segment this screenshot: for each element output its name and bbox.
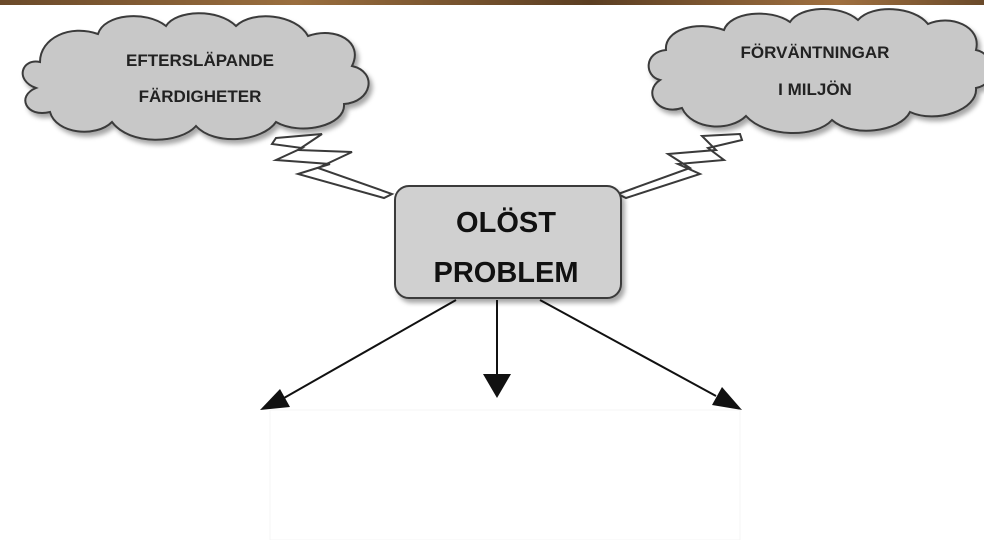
cloud-right-shape (647, 8, 984, 135)
lightning-bolt-left-icon (270, 133, 395, 200)
arrow-right (539, 299, 742, 410)
cloud-right-line1: FÖRVÄNTNINGAR (741, 43, 890, 62)
arrow-left (260, 299, 457, 410)
center-line1: OLÖST (456, 206, 556, 239)
cloud-left: EFTERSLÄPANDE FÄRDIGHETER (21, 12, 370, 141)
cloud-left-line2: FÄRDIGHETER (139, 87, 262, 106)
cloud-left-line1: EFTERSLÄPANDE (126, 51, 274, 70)
cloud-right-line2: I MILJÖN (778, 80, 852, 99)
center-line2: PROBLEM (434, 257, 579, 289)
cloud-left-shape (21, 12, 370, 141)
arrow-left-head-icon (260, 389, 290, 410)
center-problem-box: OLÖST PROBLEM (394, 185, 622, 299)
cloud-right: FÖRVÄNTNINGAR I MILJÖN (647, 8, 984, 135)
top-image-strip (0, 0, 984, 5)
center-box-shape (394, 185, 622, 299)
lightning-bolt-right-icon (615, 132, 744, 200)
empty-result-area (269, 409, 741, 540)
arrow-right-head-icon (712, 387, 742, 410)
arrow-middle (483, 300, 511, 398)
arrow-middle-head-icon (483, 374, 511, 398)
